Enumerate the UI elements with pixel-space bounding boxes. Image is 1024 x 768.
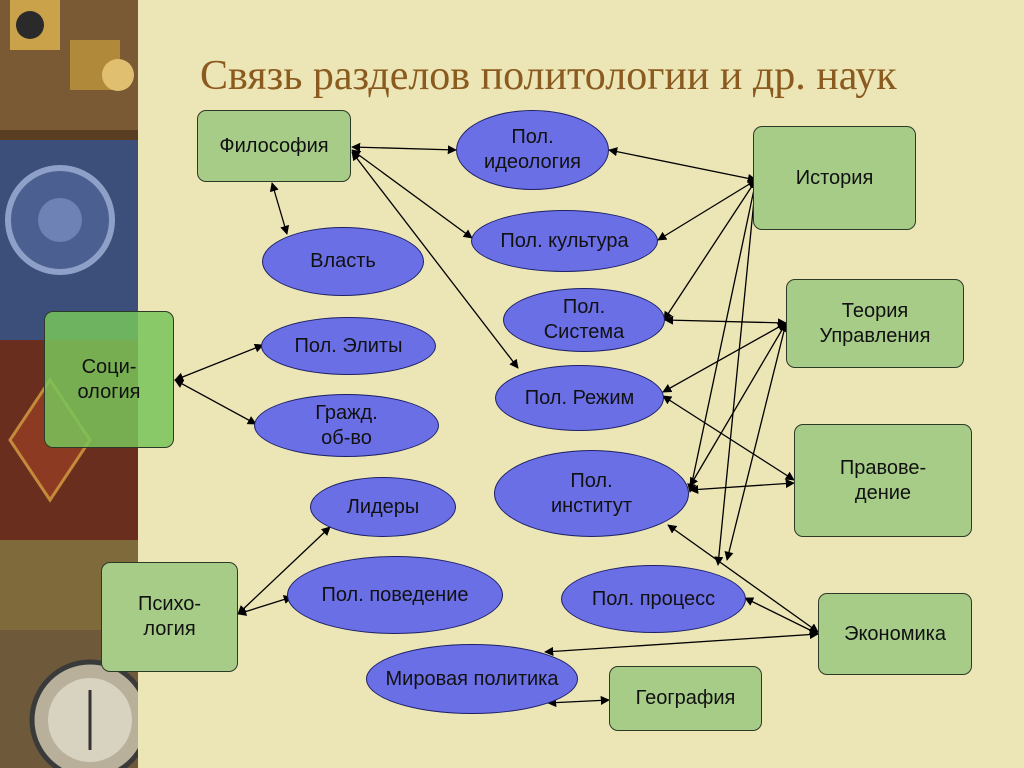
link-process-management [724,322,789,561]
link-world-economics [544,629,819,657]
link-system-history [663,179,757,321]
psychology-box: Психо- логия [101,562,238,672]
process-label: Пол. процесс [591,587,716,610]
world-politics-label: Мировая политика [385,667,559,690]
regime-label: Пол. Режим [524,386,635,409]
world-politics-oval: Мировая политика [366,644,578,714]
sociology-box: Соци- ология [44,311,174,448]
power-label: Власть [310,250,376,272]
link-process-economics [744,597,819,635]
link-regime-management [662,322,787,393]
link-culture-history [657,179,757,241]
philosophy-label: Философия [219,134,329,157]
civil-society-label: Гражд. об-во [315,401,378,449]
link-regime-law [662,395,795,481]
law-label: Правове- дение [839,456,927,504]
history-label: История [795,166,874,189]
institute-label: Пол. институт [550,469,633,517]
link-sociology-civil [174,379,257,425]
geography-box: География [609,666,762,731]
system-label: Пол. Система [543,296,625,343]
link-ideology-history [608,147,757,183]
sociology-label: Соци- ология [77,355,141,403]
elites-label: Пол. Элиты [294,334,403,357]
slide-title: Связь разделов политологии и др. наук [200,53,897,99]
ideology-oval: Пол. идеология [456,110,609,190]
psychology-label: Психо- логия [137,593,202,640]
link-institute-history [687,179,759,493]
link-philosophy-regime [351,151,519,369]
elites-oval: Пол. Элиты [261,317,436,375]
civil-society-oval: Гражд. об-во [254,394,439,457]
system-oval: Пол. Система [503,288,665,352]
power-oval: Власть [262,227,424,296]
philosophy-box: Философия [197,110,351,182]
behavior-label: Пол. поведение [321,583,469,606]
economics-box: Экономика [818,593,972,675]
leaders-label: Лидеры [346,495,420,518]
link-process-history [714,179,760,566]
link-institute-law [689,479,795,494]
link-philosophy-culture [351,149,473,239]
behavior-oval: Пол. поведение [287,556,503,634]
link-institute-management [689,322,787,487]
management-box: Теория Управления [786,279,964,368]
link-philosophy-ideology [351,142,457,155]
economics-label: Экономика [844,622,946,645]
process-oval: Пол. процесс [561,565,746,633]
culture-label: Пол. культура [500,229,629,252]
law-box: Правове- дение [794,424,972,537]
ideology-label: Пол. идеология [484,126,581,173]
history-box: История [753,126,916,230]
link-philosophy-power [269,182,290,235]
geography-label: География [635,687,736,709]
regime-oval: Пол. Режим [495,365,664,431]
culture-oval: Пол. культура [471,210,658,272]
link-sociology-elites [174,343,264,382]
leaders-oval: Лидеры [310,477,456,537]
institute-oval: Пол. институт [494,450,689,537]
management-label: Теория Управления [819,299,931,347]
link-world-geography [547,695,610,708]
link-psychology-behavior [237,595,293,616]
